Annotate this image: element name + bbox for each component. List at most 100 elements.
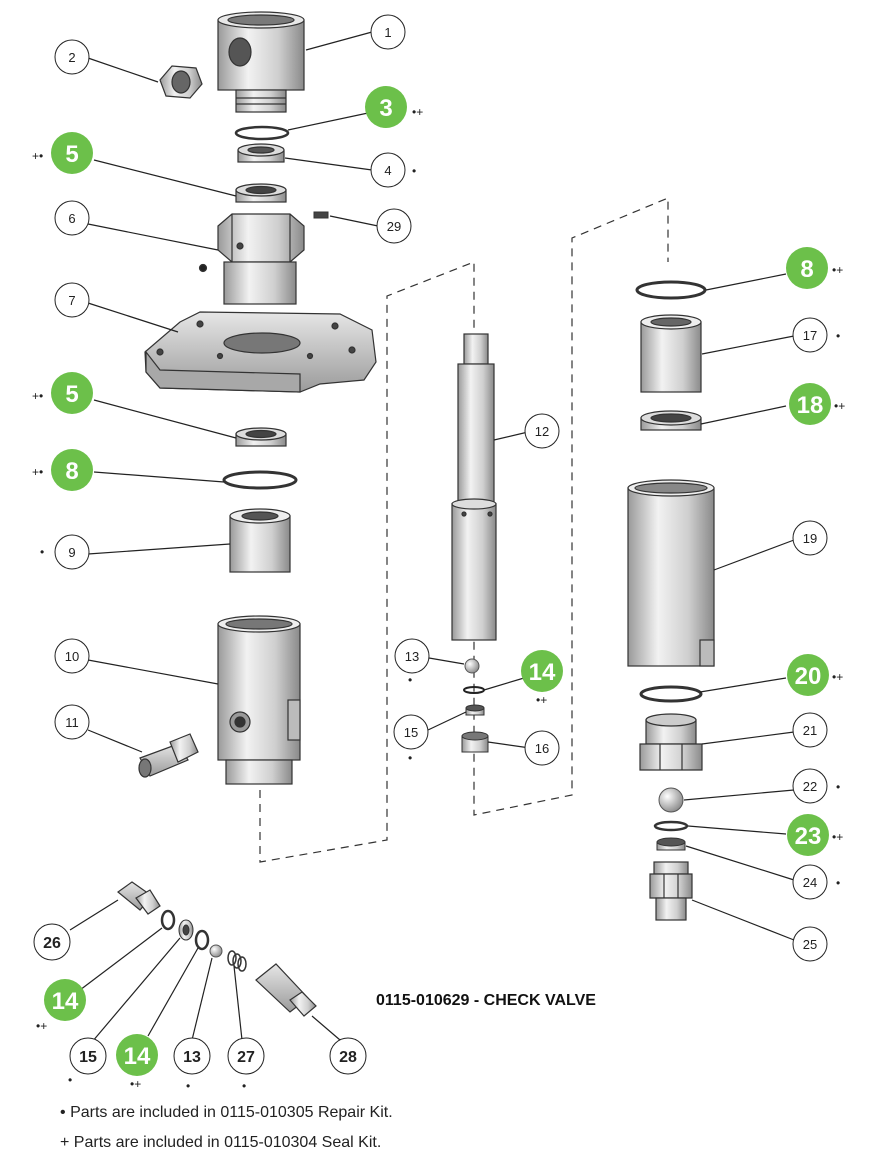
part-5-seal-lower	[235, 427, 287, 447]
part-28-valve-body	[255, 963, 317, 1017]
part-27-spring	[227, 950, 247, 972]
callout-label: 19	[803, 531, 817, 546]
callout-28: 28	[329, 1037, 367, 1075]
callout-label: 8	[65, 458, 78, 485]
callout-label: 10	[65, 649, 79, 664]
part-13-ball-bottom	[209, 944, 223, 958]
callout-23: 23 •+	[787, 814, 843, 856]
callout-22: 22 •	[792, 768, 840, 804]
legend-text: Parts are included in 0115-010304 Seal K…	[73, 1134, 382, 1151]
callout-label: 21	[803, 723, 817, 738]
kit-marker: •+	[832, 830, 843, 844]
kit-marker: •	[408, 673, 412, 687]
callout-8-left: 8 +•	[32, 449, 93, 491]
callout-label: 3	[379, 95, 392, 122]
kit-marker: •	[40, 545, 44, 559]
callout-24: 24 •	[792, 864, 840, 900]
callout-label: 16	[535, 741, 549, 756]
callout-19: 19	[792, 520, 828, 556]
callout-label: 15	[79, 1049, 97, 1066]
part-8-oring-right	[635, 280, 707, 300]
kit-marker: •	[408, 751, 412, 765]
callout-label: 25	[803, 937, 817, 952]
legend-repair-kit: • Parts are included in 0115-010305 Repa…	[60, 1104, 393, 1122]
kit-marker: •+	[832, 670, 843, 684]
kit-marker: •+	[832, 263, 843, 277]
callout-1: 1	[370, 14, 406, 50]
callout-label: 15	[404, 725, 418, 740]
callout-15-bottom: 15 •	[68, 1037, 107, 1087]
callout-label: 17	[803, 328, 817, 343]
kit-marker: •	[186, 1079, 190, 1093]
part-12-plunger-rod	[451, 333, 497, 641]
kit-marker: •	[836, 876, 840, 890]
leader-lines	[69, 31, 795, 1043]
callout-label: 14	[52, 988, 79, 1015]
part-15-seat-center	[465, 704, 485, 716]
kit-marker: +•	[32, 149, 43, 163]
callout-label: 1	[384, 25, 391, 40]
legend-symbol: +	[60, 1134, 70, 1151]
callout-14-center: 14 •+	[521, 650, 563, 707]
part-9-bushing	[229, 508, 291, 573]
callout-label: 29	[387, 219, 401, 234]
part-1-housing	[217, 11, 305, 113]
callout-label: 18	[797, 392, 824, 419]
callout-5-lower: 5 +•	[32, 372, 93, 414]
callout-label: 28	[339, 1049, 357, 1066]
callout-label: 26	[43, 935, 61, 952]
callout-label: 4	[384, 163, 391, 178]
part-20-oring	[639, 685, 703, 703]
part-29-set-screw	[313, 211, 329, 219]
callout-label: 12	[535, 424, 549, 439]
callout-label: 22	[803, 779, 817, 794]
part-26-fitting	[117, 881, 161, 915]
callout-18: 18 •+	[789, 383, 845, 425]
kit-marker: •	[836, 780, 840, 794]
part-23-oring	[653, 820, 689, 832]
callout-label: 9	[68, 545, 75, 560]
part-19-sleeve	[627, 479, 715, 667]
part-14-oring-bottom-a	[160, 909, 176, 931]
callout-label: 27	[237, 1049, 255, 1066]
kit-marker: •	[412, 164, 416, 178]
callout-label: 24	[803, 875, 817, 890]
part-25-fitting	[649, 861, 693, 921]
kit-marker: +•	[32, 465, 43, 479]
legend-text: Parts are included in 0115-010305 Repair…	[70, 1104, 393, 1121]
callout-13-center: 13 •	[394, 638, 430, 687]
part-7-flange-plate	[144, 311, 377, 393]
part-16-cage	[461, 731, 489, 753]
callout-4: 4 •	[370, 152, 416, 188]
callout-15-center: 15 •	[393, 714, 429, 765]
callout-label: 20	[795, 663, 822, 690]
kit-marker: •+	[130, 1077, 141, 1091]
part-18-seal	[640, 410, 702, 431]
callout-label: 13	[183, 1049, 201, 1066]
callout-label: 2	[68, 50, 75, 65]
assembly-dashed-lines	[259, 197, 669, 863]
kit-marker: +•	[32, 389, 43, 403]
callout-27: 27 •	[227, 1037, 265, 1093]
callout-label: 5	[65, 381, 78, 408]
callout-13-bottom: 13 •	[173, 1037, 211, 1093]
callout-9: 9 •	[40, 534, 90, 570]
part-24-seat	[656, 837, 686, 851]
callout-29: 29	[376, 208, 412, 244]
callout-label: 13	[405, 649, 419, 664]
callout-17: 17 •	[792, 317, 840, 353]
callout-label: 11	[65, 715, 79, 730]
callout-10: 10	[54, 638, 90, 674]
diagram-title: 0115-010629 - CHECK VALVE	[376, 992, 596, 1009]
part-13-ball-center	[464, 658, 480, 674]
kit-marker: •+	[834, 399, 845, 413]
callout-25: 25	[792, 926, 828, 962]
legend-symbol: •	[60, 1104, 66, 1121]
callout-label: 5	[65, 141, 78, 168]
callout-5-upper: 5 +•	[32, 132, 93, 174]
kit-marker: •	[242, 1079, 246, 1093]
callout-label: 14	[529, 659, 556, 686]
part-15-seat-bottom	[178, 919, 194, 941]
kit-marker: •	[68, 1073, 72, 1087]
